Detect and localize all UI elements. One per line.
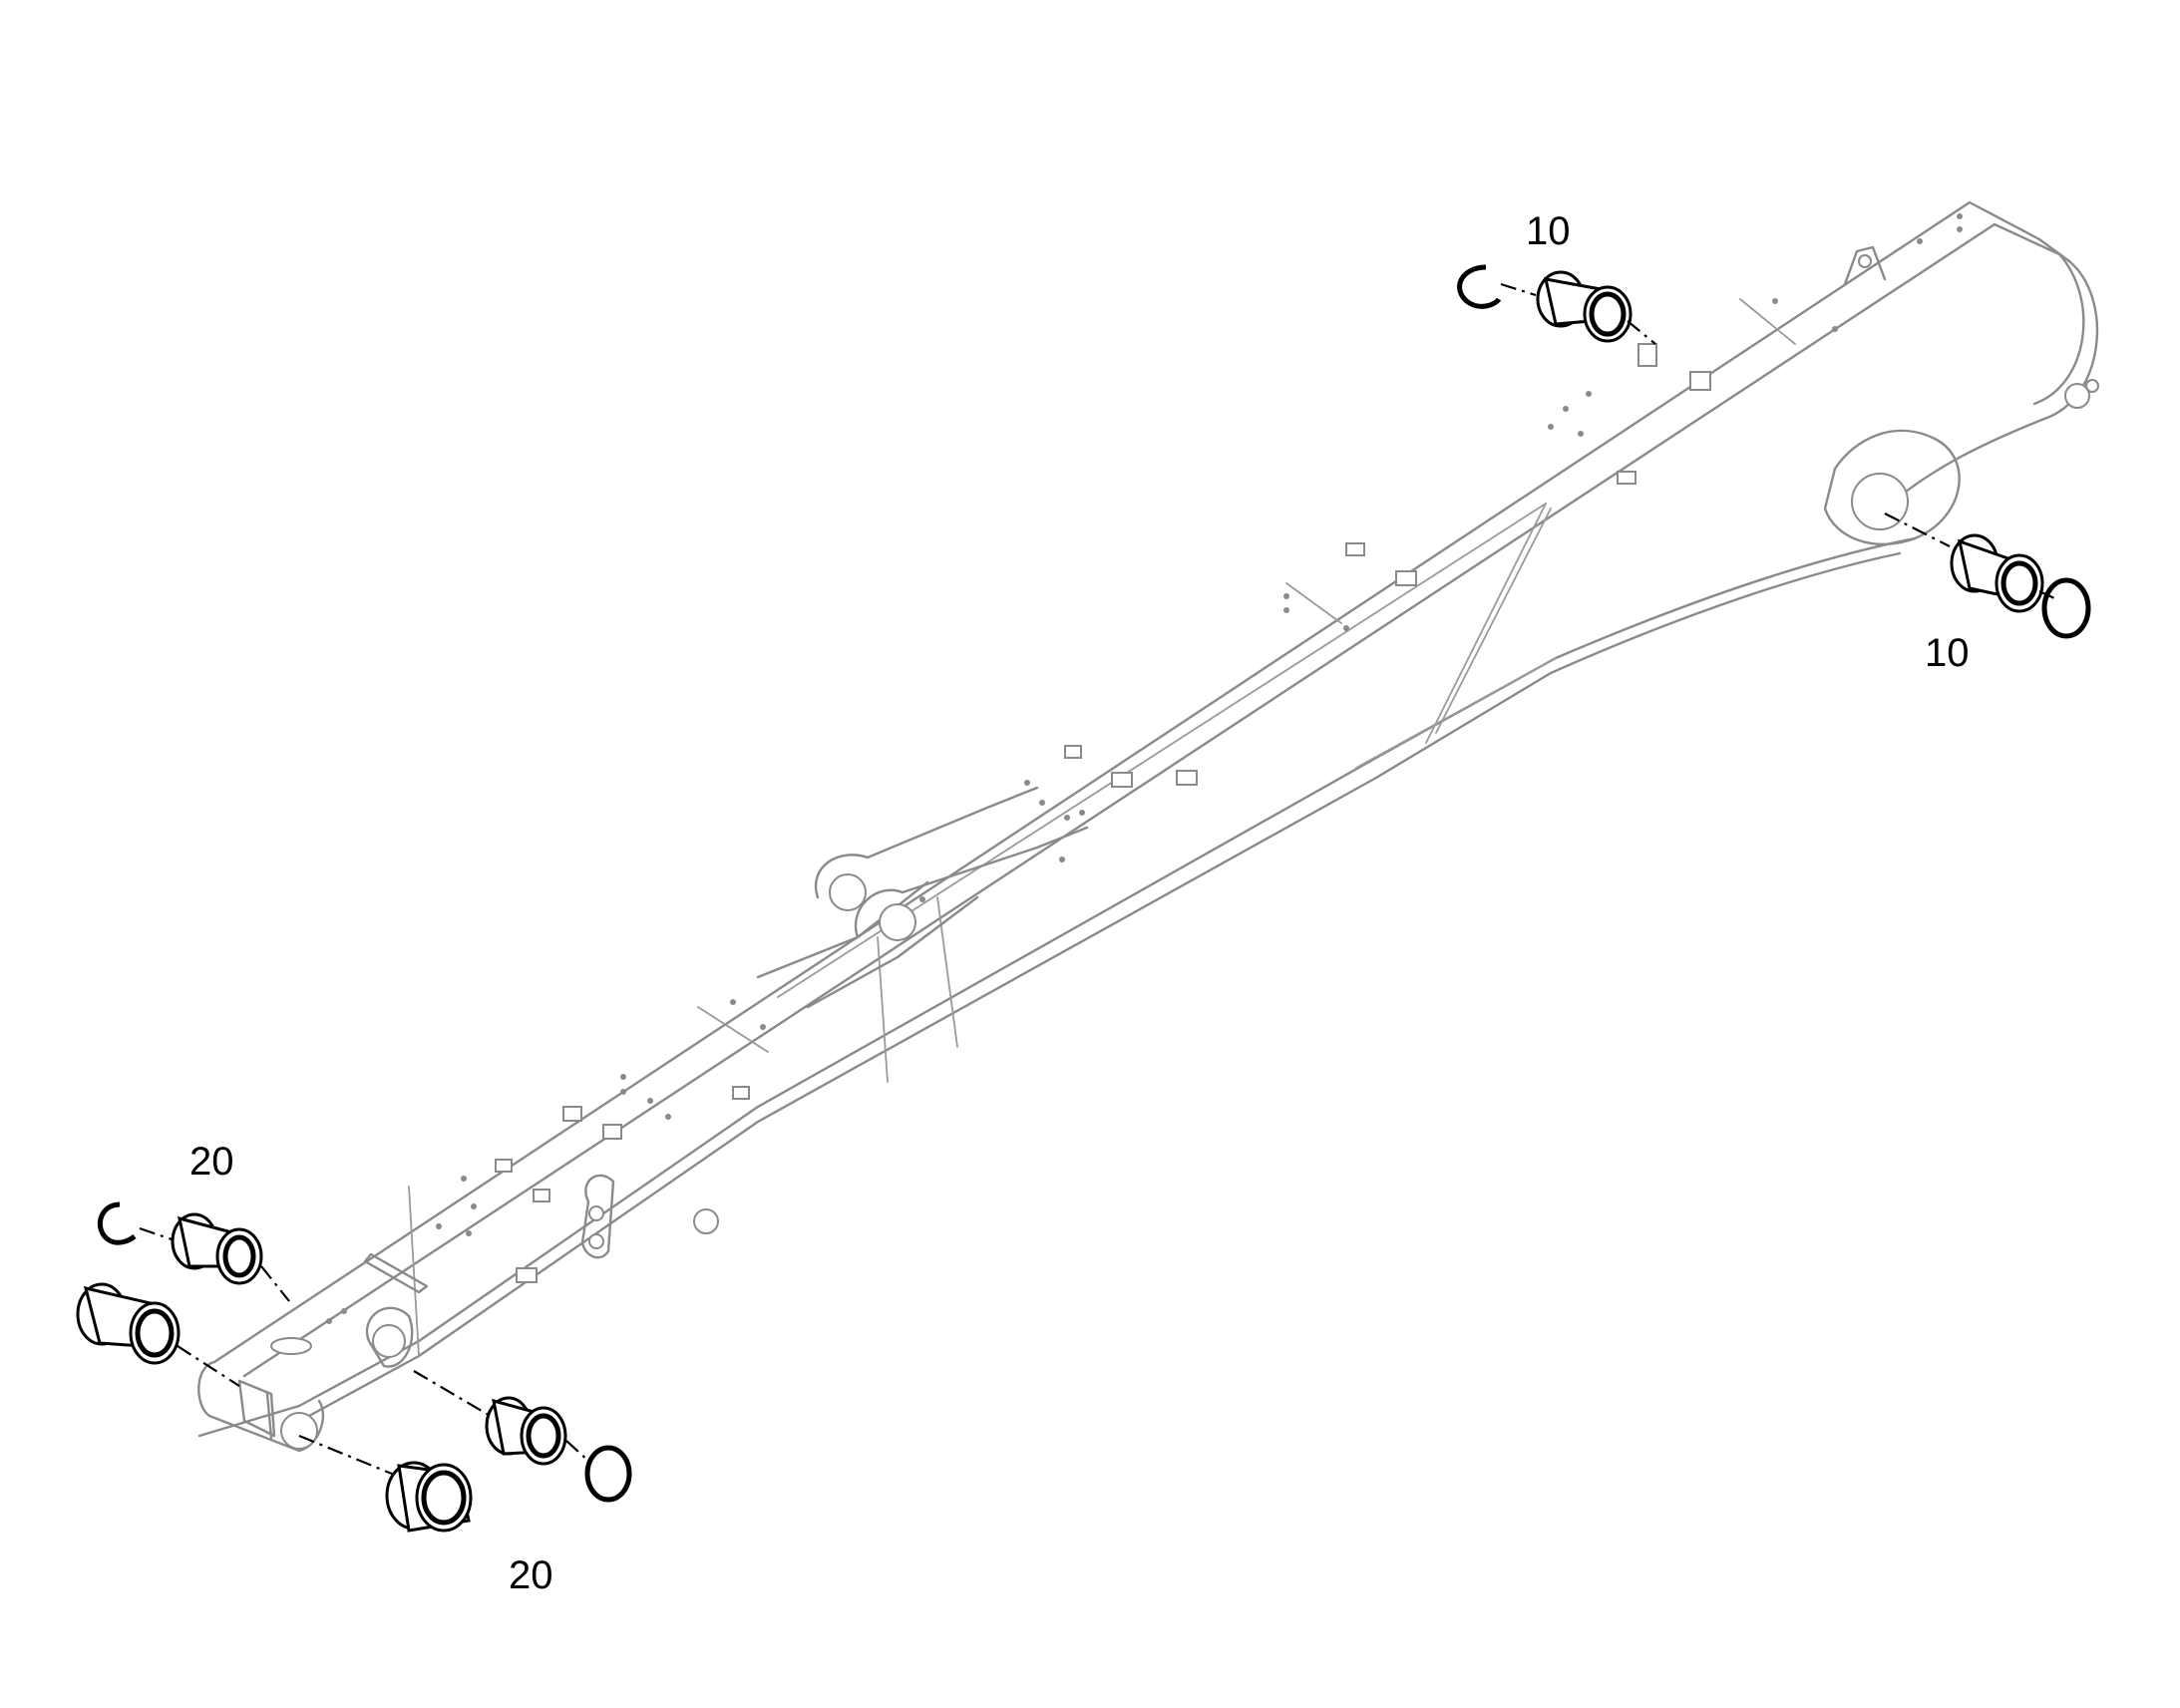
name-plate: [363, 1252, 429, 1294]
snap-ring-right: [2041, 577, 2091, 639]
item-20-left-group: [76, 1201, 290, 1387]
callout-20-bottom: 20: [509, 1553, 553, 1597]
bushing-bottom-upper: [485, 1396, 567, 1466]
callout-10-right: 10: [1925, 631, 1970, 675]
snap-ring-bottom: [584, 1445, 632, 1503]
callout-10-top: 10: [1526, 209, 1571, 253]
item-20-bottom-group: [298, 1370, 632, 1533]
callout-20-left: 20: [189, 1140, 234, 1184]
cylinder-bracket-hole: [829, 873, 867, 911]
bushing-top: [1536, 270, 1633, 343]
rivet-dots: [326, 213, 1963, 1324]
top-plate-oval: [270, 1337, 312, 1355]
bushing-bottom-lower: [385, 1461, 473, 1533]
boom-arm: [197, 200, 2099, 1453]
top-pad: [1637, 343, 1657, 367]
bushing-left-lower: [76, 1282, 181, 1365]
item-10-top-group: [1457, 264, 1656, 345]
arm-pin-hole-front: [280, 1412, 318, 1450]
bushing-right: [1950, 533, 2044, 613]
snap-ring-left: [97, 1201, 137, 1245]
bushing-left-upper: [171, 1212, 263, 1285]
boom-foot-pin-hole: [1851, 473, 1909, 530]
item-10-right-group: [1884, 512, 2091, 639]
foot-small-hole: [2064, 383, 2090, 409]
snap-ring-top: [1457, 264, 1502, 309]
arm-pin-hole-web: [372, 1324, 406, 1358]
